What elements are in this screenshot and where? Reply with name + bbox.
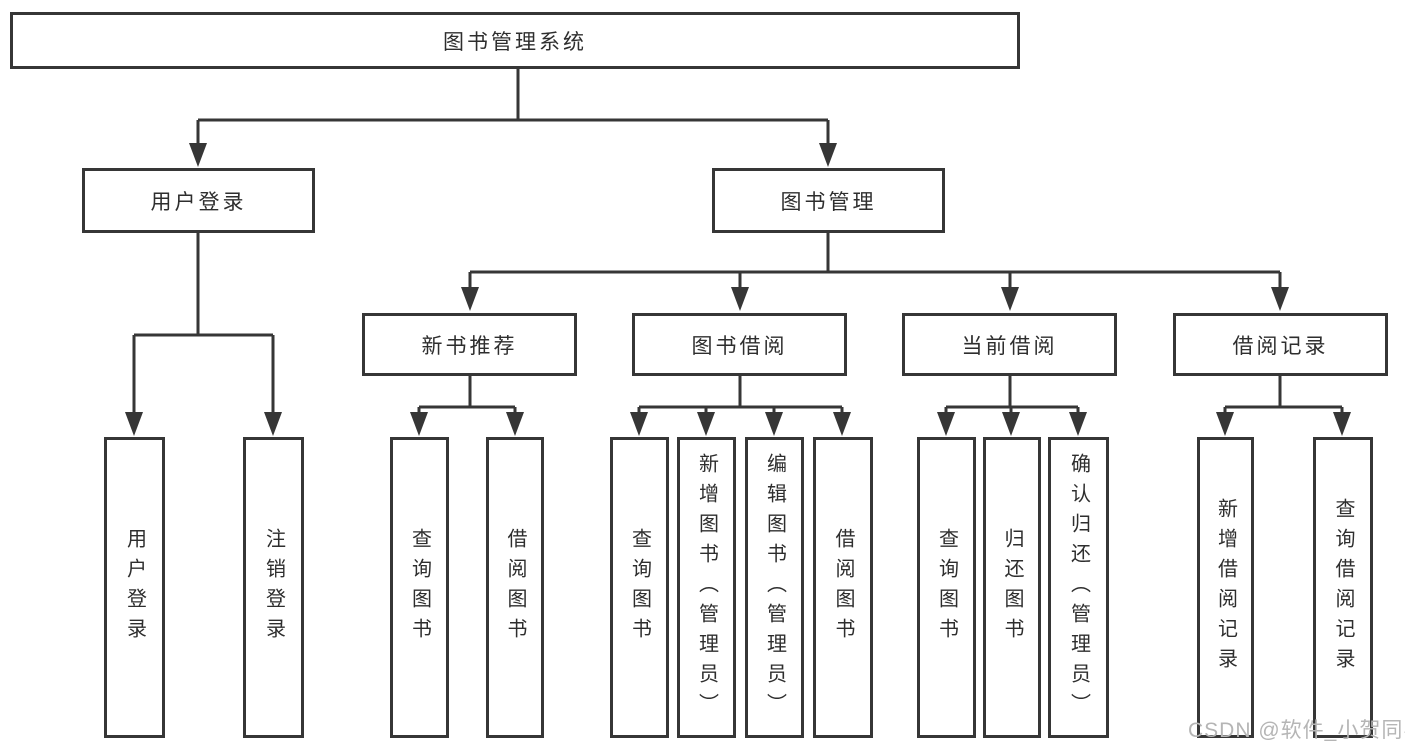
- node-label: 借阅图书: [504, 527, 526, 648]
- connector-lines: [132, 68, 1344, 414]
- leaf-return-books: 归还图书: [983, 437, 1041, 738]
- node-book-mgmt: 图书管理: [712, 168, 945, 233]
- node-label: 当前借阅: [961, 334, 1058, 358]
- leaf-query-books-current: 查询图书: [917, 437, 976, 738]
- node-label: 用户登录: [123, 527, 146, 648]
- leaf-borrow-books-rec: 借阅图书: [486, 437, 544, 738]
- node-label: 注销登录: [262, 527, 285, 648]
- leaf-query-borrow-record: 查询借阅记录: [1313, 437, 1373, 738]
- node-label: 归还图书: [1001, 527, 1023, 648]
- node-label: 确认归还（管理员）: [1067, 452, 1090, 723]
- node-new-book-rec: 新书推荐: [362, 313, 577, 376]
- node-book-borrow: 图书借阅: [632, 313, 847, 376]
- node-label: 查询借阅记录: [1332, 497, 1354, 678]
- node-label: 用户登录: [150, 190, 247, 214]
- leaf-add-books-admin: 新增图书（管理员）: [677, 437, 736, 738]
- arrow-heads: [125, 143, 1351, 436]
- node-label: 查询图书: [628, 527, 651, 648]
- node-borrow-records: 借阅记录: [1173, 313, 1388, 376]
- node-label: 新增借阅记录: [1214, 497, 1237, 678]
- node-root: 图书管理系统: [10, 12, 1020, 69]
- leaf-edit-books-admin: 编辑图书（管理员）: [745, 437, 804, 738]
- node-label: 图书借阅: [691, 334, 788, 358]
- leaf-query-books-borrow: 查询图书: [610, 437, 669, 738]
- node-label: 查询图书: [935, 527, 958, 648]
- node-label: 图书管理: [780, 190, 877, 214]
- node-label: 新书推荐: [421, 334, 518, 358]
- node-label: 查询图书: [408, 527, 431, 648]
- leaf-user-login: 用户登录: [104, 437, 165, 738]
- node-label: 图书管理系统: [443, 30, 587, 54]
- leaf-borrow-books: 借阅图书: [813, 437, 873, 738]
- node-label: 编辑图书（管理员）: [763, 452, 786, 723]
- leaf-query-books-rec: 查询图书: [390, 437, 449, 738]
- node-label: 借阅记录: [1232, 334, 1329, 358]
- leaf-logout: 注销登录: [243, 437, 304, 738]
- node-current-borrow: 当前借阅: [902, 313, 1117, 376]
- node-label: 新增图书（管理员）: [695, 452, 718, 723]
- node-user-login: 用户登录: [82, 168, 315, 233]
- leaf-add-borrow-record: 新增借阅记录: [1197, 437, 1254, 738]
- node-label: 借阅图书: [832, 527, 854, 648]
- csdn-watermark: CSDN @软件_小贺同学: [1188, 719, 1405, 742]
- leaf-confirm-return-admin: 确认归还（管理员）: [1048, 437, 1109, 738]
